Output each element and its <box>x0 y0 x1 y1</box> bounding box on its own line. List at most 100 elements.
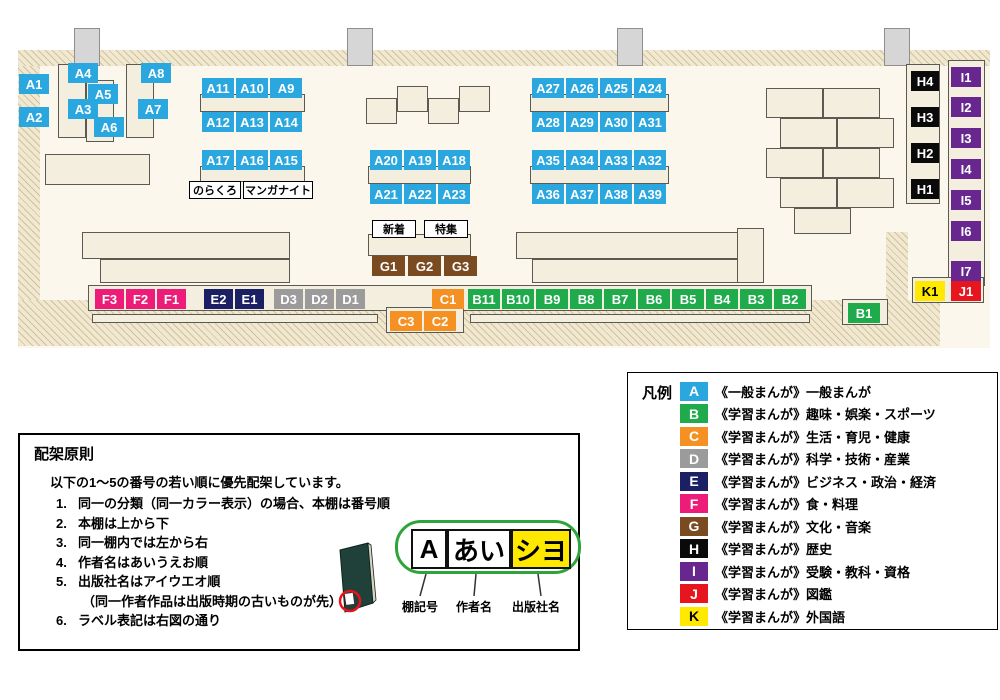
rule-number: 1. <box>56 496 67 511</box>
shelf-label-i7: I7 <box>951 261 981 281</box>
legend-label: 《一般まんが》一般まんが <box>715 384 872 400</box>
legend-row-h: H《学習まんが》歴史 <box>680 538 936 561</box>
rule-number: 5. <box>56 574 67 589</box>
legend-label: 《学習まんが》ビジネス・政治・経済 <box>715 474 937 490</box>
shelf-label-i3: I3 <box>951 128 981 148</box>
shelf-label-f1: F1 <box>157 289 186 309</box>
shelf-label-a18: A18 <box>438 150 470 170</box>
shelf <box>530 166 669 184</box>
shelf-tag: のらくろ <box>189 181 241 199</box>
rule-5: 5.出版社名はアイウエオ順 <box>56 572 390 592</box>
shelf <box>837 118 894 148</box>
legend-row-j: J《学習まんが》図鑑 <box>680 583 936 606</box>
principles-panel: 配架原則 以下の1〜5の番号の若い順に優先配架しています。 1.同一の分類（同一… <box>18 433 581 651</box>
shelf-label-b8: B8 <box>570 289 602 309</box>
legend-color-swatch-g: G <box>680 516 708 536</box>
shelf-tag: 特集 <box>424 220 468 238</box>
legend-row-f: F《学習まんが》食・料理 <box>680 493 936 516</box>
shelf-label-a24: A24 <box>634 78 666 98</box>
shelf <box>82 232 290 259</box>
shelf-label-a27: A27 <box>532 78 564 98</box>
legend-color-swatch-i: I <box>680 561 708 581</box>
shelf-label-a15: A15 <box>270 150 302 170</box>
legend-row-c: C《学習まんが》生活・育児・健康 <box>680 425 936 448</box>
shelf-label-a23: A23 <box>438 184 470 204</box>
legend-row-d: D《学習まんが》科学・技術・産業 <box>680 448 936 471</box>
shelf-label-e1: E1 <box>235 289 264 309</box>
shelf <box>470 314 810 323</box>
shelf-label-a17: A17 <box>202 150 234 170</box>
shelf-tag: 新着 <box>372 220 416 238</box>
caption-author-name: 作者名 <box>456 600 493 614</box>
shelf <box>766 88 823 118</box>
legend-label: 《学習まんが》趣味・娯楽・スポーツ <box>715 407 936 423</box>
shelf-label-b3: B3 <box>740 289 772 309</box>
rule-text: 本棚は上から下 <box>78 515 170 531</box>
shelf-label-i6: I6 <box>951 221 981 241</box>
shelf-label-a28: A28 <box>532 112 564 132</box>
shelf-label-a34: A34 <box>566 150 598 170</box>
shelf-label-a29: A29 <box>566 112 598 132</box>
shelf <box>428 98 459 124</box>
shelf-label-i1: I1 <box>951 67 981 87</box>
legend-color-swatch-b: B <box>680 404 708 424</box>
legend-label: 《学習まんが》外国語 <box>715 609 846 625</box>
shelf-label-b1: B1 <box>848 303 880 323</box>
legend-label: 《学習まんが》科学・技術・産業 <box>715 452 911 468</box>
shelf <box>459 86 490 112</box>
shelf-label-a11: A11 <box>202 78 234 98</box>
caption-publisher-name: 出版社名 <box>512 600 561 614</box>
shelf-label-a19: A19 <box>404 150 436 170</box>
shelf-label-a3: A3 <box>68 99 98 119</box>
shelf-label-a12: A12 <box>202 112 234 132</box>
shelf-label-b2: B2 <box>774 289 806 309</box>
rule-6: 6.ラベル表記は右図の通り <box>56 611 390 631</box>
shelf <box>823 88 880 118</box>
rule-continuation: （同一作者作品は出版時期の古いものが先） <box>82 593 343 609</box>
shelf <box>530 94 669 112</box>
shelf-label-a32: A32 <box>634 150 666 170</box>
rule-2: 2. 本棚は上から下 <box>56 514 390 534</box>
shelf-label-a16: A16 <box>236 150 268 170</box>
rule-number: 2. <box>56 515 67 531</box>
pillar <box>884 28 910 66</box>
shelf-label-g3: G3 <box>444 256 477 276</box>
shelf <box>780 178 837 208</box>
shelf <box>780 118 837 148</box>
pillar <box>617 28 643 66</box>
shelf-label-a30: A30 <box>600 112 632 132</box>
legend-label: 《学習まんが》文化・音楽 <box>715 519 872 535</box>
shelf <box>366 98 397 124</box>
shelf-label-f2: F2 <box>126 289 155 309</box>
shelf-label-a4: A4 <box>68 63 98 83</box>
legend-row-g: G 《学習まんが》文化・音楽 <box>680 515 936 538</box>
shelf-label-b6: B6 <box>638 289 670 309</box>
legend-row-a: A《一般まんが》一般まんが <box>680 380 936 403</box>
shelf <box>837 178 894 208</box>
shelf-label-a10: A10 <box>236 78 268 98</box>
shelf <box>737 228 764 283</box>
shelf-label-a2: A2 <box>19 107 49 127</box>
shelf-label-a1: A1 <box>19 74 49 94</box>
shelf-label-j1: J1 <box>951 281 981 301</box>
shelf <box>45 154 150 185</box>
shelf-label-a9: A9 <box>270 78 302 98</box>
shelf-label-i4: I4 <box>951 159 981 179</box>
rule-number: 4. <box>56 554 67 570</box>
shelf-label-b11: B11 <box>468 289 500 309</box>
legend-row-i: I《学習まんが》受験・教科・資格 <box>680 560 936 583</box>
shelf-label-a14: A14 <box>270 112 302 132</box>
shelf-label-i5: I5 <box>951 190 981 210</box>
legend-label: 《学習まんが》歴史 <box>715 542 833 558</box>
legend-color-swatch-k: K <box>680 606 708 626</box>
shelf-label-c3: C3 <box>390 311 422 331</box>
legend-title: 凡例 <box>642 385 673 402</box>
pillar <box>347 28 373 66</box>
shelf-label-h3: H3 <box>911 107 939 127</box>
shelf <box>100 259 290 283</box>
wall-hatch <box>18 66 40 302</box>
